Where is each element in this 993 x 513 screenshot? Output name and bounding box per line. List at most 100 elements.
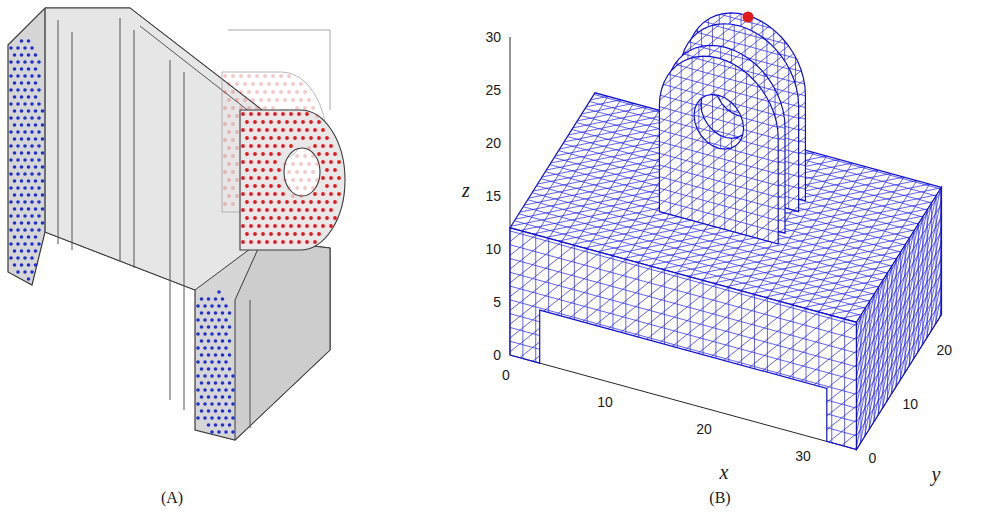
fixed-point	[20, 263, 24, 267]
fixed-point	[214, 353, 218, 357]
axis-tick-label: 30	[795, 449, 811, 463]
fixed-point	[217, 304, 221, 308]
fixed-point	[16, 172, 20, 176]
fixed-point	[224, 360, 228, 364]
fixed-point	[210, 402, 214, 406]
fixed-point	[23, 200, 27, 204]
fixed-point	[27, 263, 31, 267]
axis-tick-label: 0	[502, 368, 510, 382]
fixed-point	[224, 388, 228, 392]
fixed-point	[221, 325, 225, 329]
load-point	[329, 208, 333, 212]
panel-label: (B)	[709, 490, 730, 506]
load-point	[315, 114, 319, 118]
fixed-point	[23, 172, 27, 176]
fixed-point	[203, 374, 207, 378]
load-point	[293, 216, 297, 220]
fixed-point	[16, 130, 20, 134]
load-point	[253, 232, 257, 236]
load-point	[245, 120, 249, 124]
load-point	[307, 98, 311, 102]
load-point	[241, 128, 245, 132]
load-point	[301, 200, 305, 204]
load-point	[337, 192, 341, 196]
load-point	[317, 136, 321, 140]
axis-tick-label: 15	[485, 189, 501, 203]
load-point	[257, 176, 261, 180]
fixed-point	[30, 172, 34, 176]
fixed-point	[20, 67, 24, 71]
load-point	[277, 120, 281, 124]
fixed-point	[27, 39, 31, 43]
fixed-point	[210, 318, 214, 322]
fixed-point	[34, 137, 38, 141]
fixed-point	[196, 416, 200, 420]
load-point	[271, 90, 275, 94]
fixed-point	[13, 81, 17, 85]
load-point	[329, 224, 333, 228]
fixed-point	[9, 102, 13, 106]
fixed-point	[214, 367, 218, 371]
load-point	[325, 168, 329, 172]
load-point	[329, 176, 333, 180]
load-point	[289, 240, 293, 244]
fixed-point	[34, 221, 38, 225]
fixed-point	[196, 402, 200, 406]
fixed-point	[23, 228, 27, 232]
load-point	[227, 114, 231, 118]
load-point	[269, 168, 273, 172]
load-point	[227, 178, 231, 182]
load-point	[247, 74, 251, 78]
axis-tick-label: 10	[597, 395, 613, 409]
fixed-point	[9, 200, 13, 204]
fixed-point	[221, 409, 225, 413]
load-point	[285, 216, 289, 220]
load-point	[313, 208, 317, 212]
fixed-point	[221, 381, 225, 385]
fixed-point	[203, 388, 207, 392]
load-point	[231, 122, 235, 126]
fixed-point	[228, 423, 232, 427]
fixed-point	[200, 325, 204, 329]
fixed-point	[13, 137, 17, 141]
load-point	[261, 152, 265, 156]
load-point	[289, 224, 293, 228]
load-point	[269, 216, 273, 220]
load-point	[285, 136, 289, 140]
fixed-point	[13, 207, 17, 211]
fixed-point	[13, 179, 17, 183]
load-point	[271, 74, 275, 78]
load-point	[265, 144, 269, 148]
load-point	[309, 120, 313, 124]
load-point	[333, 200, 337, 204]
fixed-point	[13, 165, 17, 169]
fixed-point	[23, 102, 27, 106]
load-point	[311, 106, 315, 110]
fixed-point	[214, 409, 218, 413]
axis-tick-label: 25	[485, 83, 501, 97]
fixed-point	[203, 402, 207, 406]
load-point	[231, 154, 235, 158]
fixed-point	[9, 242, 13, 246]
edge-line	[72, 32, 73, 250]
load-point	[257, 112, 261, 116]
load-point	[257, 128, 261, 132]
fixed-point	[27, 123, 31, 127]
load-point	[303, 186, 307, 190]
edge-line	[184, 72, 185, 410]
load-point	[293, 200, 297, 204]
fixed-point	[196, 360, 200, 364]
load-point	[281, 224, 285, 228]
fixed-point	[34, 67, 38, 71]
load-point	[257, 192, 261, 196]
load-point	[273, 112, 277, 116]
load-point	[305, 112, 309, 116]
load-point-marker	[743, 12, 754, 23]
load-point	[321, 192, 325, 196]
load-point	[245, 200, 249, 204]
edge-lines	[45, 8, 250, 428]
load-point	[277, 136, 281, 140]
load-point	[231, 90, 235, 94]
load-point	[337, 176, 341, 180]
